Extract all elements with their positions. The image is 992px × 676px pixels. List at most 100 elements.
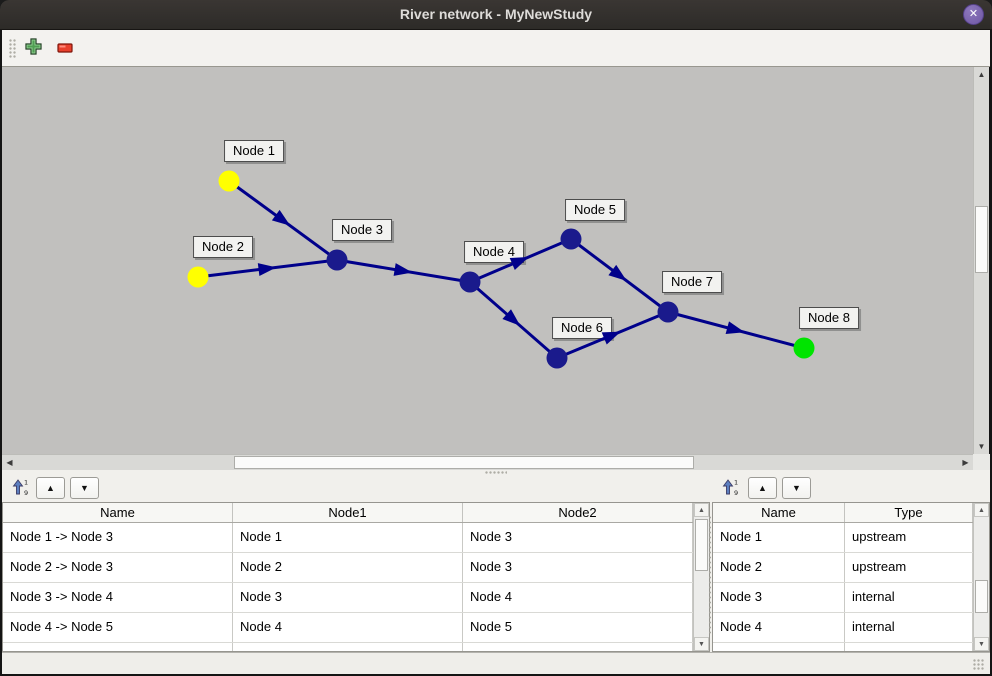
table-cell[interactable]: Node 1 -> Node 3	[3, 523, 233, 552]
window-title: River network - MyNewStudy	[399, 6, 593, 22]
scroll-up-button[interactable]: ▲	[974, 67, 989, 82]
column-header[interactable]: Node1	[233, 503, 463, 522]
vertical-panel-splitter[interactable]	[709, 516, 713, 636]
scroll-up-button[interactable]: ▲	[974, 503, 989, 517]
table-cell[interactable]: Node 2	[713, 553, 845, 582]
table-cell	[463, 643, 693, 651]
down-arrow-icon: ▼	[977, 442, 986, 451]
flow-direction-arrow-icon	[271, 209, 291, 226]
branches-table-scrollbar[interactable]: ▲ ▼	[693, 503, 709, 651]
node-label[interactable]: Node 7	[662, 271, 722, 293]
vertical-scroll-thumb[interactable]	[975, 206, 988, 273]
table-cell[interactable]: Node 3	[233, 583, 463, 612]
move-node-up-button[interactable]: ▲	[748, 477, 777, 499]
table-cell[interactable]: Node 4	[713, 613, 845, 642]
down-triangle-icon: ▼	[80, 483, 89, 493]
node-label[interactable]: Node 8	[799, 307, 859, 329]
flow-direction-arrow-icon	[502, 309, 521, 326]
scroll-down-button[interactable]: ▼	[694, 637, 709, 651]
network-node[interactable]	[560, 228, 582, 250]
column-header[interactable]: Name	[3, 503, 233, 522]
network-node[interactable]	[657, 301, 679, 323]
move-branch-up-button[interactable]: ▲	[36, 477, 65, 499]
table-cell[interactable]: Node 5	[463, 613, 693, 642]
move-branch-down-button[interactable]: ▼	[70, 477, 99, 499]
scroll-right-button[interactable]: ▶	[958, 455, 973, 470]
splitter-grip	[485, 470, 507, 475]
toolbar-drag-handle[interactable]	[9, 39, 17, 59]
network-canvas[interactable]: Node 1 Node 2 Node 3 Node 4 Node 5 Node 6 Node…	[2, 67, 973, 454]
up-arrow-icon: ▲	[978, 506, 985, 514]
close-button[interactable]: ✕	[963, 4, 984, 25]
titlebar[interactable]: River network - MyNewStudy ✕	[0, 0, 992, 30]
table-cell[interactable]: upstream	[845, 523, 973, 552]
node-label[interactable]: Node 3	[332, 219, 392, 241]
network-node[interactable]	[546, 347, 568, 369]
node-label[interactable]: Node 6	[552, 317, 612, 339]
table-cell[interactable]: Node 3	[463, 553, 693, 582]
sort-branches-button[interactable]: 1 9	[8, 477, 32, 499]
column-header[interactable]: Node2	[463, 503, 693, 522]
node-label[interactable]: Node 4	[464, 241, 524, 263]
remove-node-button[interactable]	[54, 38, 76, 58]
down-triangle-icon: ▼	[792, 483, 801, 493]
horizontal-scroll-thumb[interactable]	[234, 456, 694, 469]
node-label[interactable]: Node 5	[565, 199, 625, 221]
table-cell[interactable]: Node 4	[463, 583, 693, 612]
canvas-horizontal-scrollbar[interactable]: ◀ ▶	[2, 454, 973, 470]
branch-edge[interactable]	[469, 280, 558, 360]
canvas-vertical-scrollbar[interactable]: ▲ ▼	[973, 67, 989, 454]
network-node[interactable]	[326, 249, 348, 271]
network-node[interactable]	[459, 271, 481, 293]
table-cell[interactable]: upstream	[845, 553, 973, 582]
move-node-down-button[interactable]: ▼	[782, 477, 811, 499]
table-cell[interactable]: Node 3	[713, 583, 845, 612]
table-cell	[3, 643, 233, 651]
network-node[interactable]	[793, 337, 815, 359]
column-header[interactable]: Name	[713, 503, 845, 522]
network-node[interactable]	[187, 266, 209, 288]
table-cell[interactable]: Node 3	[463, 523, 693, 552]
column-header[interactable]: Type	[845, 503, 973, 522]
table-cell[interactable]: Node 4 -> Node 5	[3, 613, 233, 642]
svg-text:1: 1	[24, 478, 28, 486]
table-cell[interactable]: internal	[845, 613, 973, 642]
network-node[interactable]	[218, 170, 240, 192]
branch-edge[interactable]	[336, 258, 471, 284]
table-cell[interactable]: Node 2	[233, 553, 463, 582]
scroll-up-button[interactable]: ▲	[694, 503, 709, 517]
table-cell[interactable]: Node 4	[233, 613, 463, 642]
scroll-left-button[interactable]: ◀	[2, 455, 17, 470]
flow-direction-arrow-icon	[393, 263, 413, 276]
flow-direction-arrow-icon	[725, 321, 745, 334]
scroll-down-button[interactable]: ▼	[974, 637, 989, 651]
table-cell[interactable]: internal	[845, 583, 973, 612]
node-label[interactable]: Node 1	[224, 140, 284, 162]
sort-nodes-button[interactable]: 1 9	[718, 477, 742, 499]
scroll-thumb[interactable]	[975, 580, 988, 613]
table-cell[interactable]: Node 2 -> Node 3	[3, 553, 233, 582]
branch-edge[interactable]	[667, 310, 805, 350]
branch-edge[interactable]	[570, 237, 669, 314]
horizontal-splitter[interactable]	[2, 470, 990, 475]
table-cell[interactable]: Node 3 -> Node 4	[3, 583, 233, 612]
node-label[interactable]: Node 2	[193, 236, 253, 258]
add-node-button[interactable]	[22, 38, 44, 58]
branch-edge[interactable]	[197, 258, 338, 279]
window-resize-grip[interactable]	[973, 659, 985, 671]
nodes-table-scrollbar[interactable]: ▲ ▼	[973, 503, 989, 651]
table-cell[interactable]: Node 1	[713, 523, 845, 552]
svg-text:1: 1	[734, 478, 738, 486]
scroll-down-button[interactable]: ▼	[974, 439, 989, 454]
scroll-thumb[interactable]	[695, 519, 708, 571]
table-cell[interactable]: Node 1	[233, 523, 463, 552]
